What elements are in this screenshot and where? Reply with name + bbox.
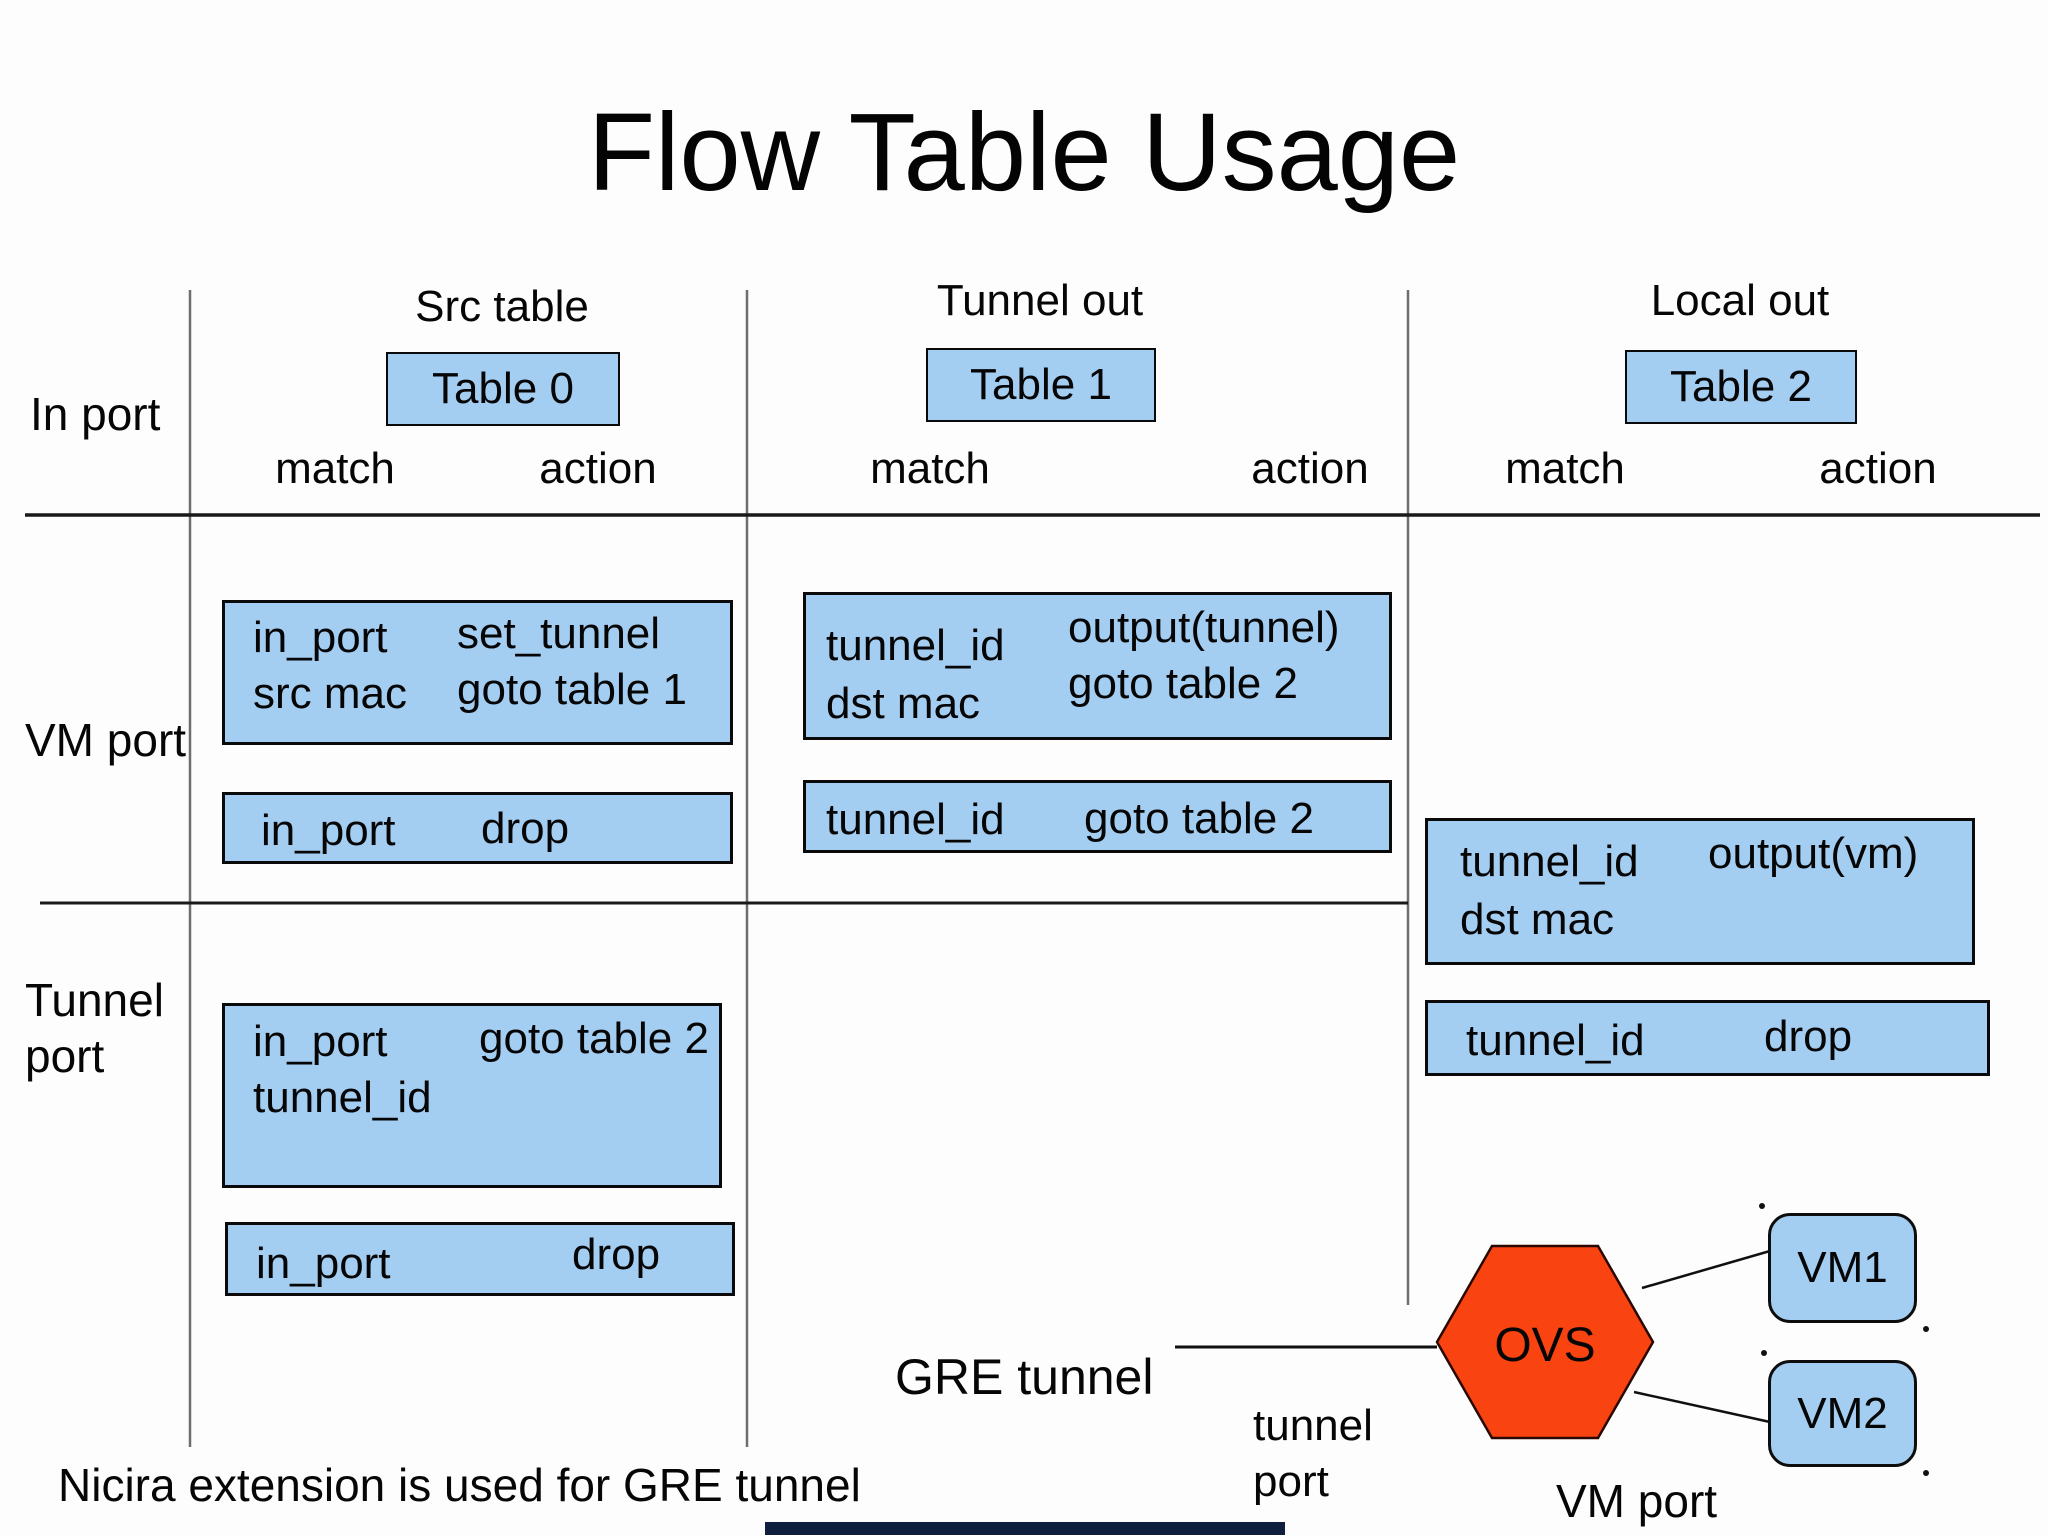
match-text: tunnel_id bbox=[826, 795, 1005, 844]
match-label-col1: match bbox=[275, 444, 395, 493]
footnote: Nicira extension is used for GRE tunnel bbox=[58, 1459, 861, 1511]
vm1-node: VM1 bbox=[1768, 1213, 1917, 1323]
bottom-accent-strip bbox=[765, 1522, 1285, 1535]
flow-entry-tunnelport-table0-drop: in_port drop bbox=[225, 1222, 735, 1296]
ovs-label: OVS bbox=[1494, 1319, 1596, 1372]
match-text: in_port bbox=[256, 1239, 391, 1288]
vm2-node: VM2 bbox=[1768, 1360, 1917, 1467]
action-text: drop bbox=[481, 804, 570, 853]
row-label-in-port: In port bbox=[30, 388, 161, 440]
gre-tunnel-label: GRE tunnel bbox=[895, 1349, 1154, 1405]
action-text: goto table 2 bbox=[479, 1014, 709, 1063]
match-label-col2: match bbox=[870, 444, 990, 493]
ovs-vm2-link bbox=[1633, 1390, 1771, 1424]
match-text: tunnel_id bbox=[826, 621, 1005, 670]
action-label-col2: action bbox=[1251, 444, 1369, 493]
flow-entry-table2-drop: tunnel_id drop bbox=[1425, 1000, 1990, 1076]
flow-entry-tunnelport-table0: in_port tunnel_id goto table 2 bbox=[222, 1003, 722, 1188]
flow-entry-vmport-table1: tunnel_id dst mac output(tunnel) goto ta… bbox=[803, 592, 1392, 740]
flow-entry-vmport-table0-drop: in_port drop bbox=[222, 792, 733, 864]
action-label-col3: action bbox=[1819, 444, 1937, 493]
action-text: set_tunnel bbox=[457, 609, 661, 658]
vm-port-label: VM port bbox=[1556, 1475, 1718, 1527]
action-text: drop bbox=[1764, 1012, 1853, 1061]
stray-dot bbox=[1761, 1350, 1767, 1356]
match-label-col3: match bbox=[1505, 444, 1625, 493]
match-text: dst mac bbox=[826, 679, 981, 728]
match-text: in_port bbox=[261, 806, 396, 855]
match-text: tunnel_id bbox=[1466, 1016, 1645, 1065]
ovs-vm1-link bbox=[1641, 1249, 1771, 1290]
column-header-src-table: Src table bbox=[415, 282, 589, 331]
row-label-tunnel-port: Tunnel port bbox=[25, 974, 164, 1083]
vm2-label: VM2 bbox=[1797, 1388, 1888, 1438]
row-label-vm-port: VM port bbox=[25, 714, 187, 766]
flow-entry-table2-output: tunnel_id dst mac output(vm) bbox=[1425, 818, 1975, 965]
stray-dot bbox=[1923, 1326, 1929, 1332]
match-text: in_port bbox=[253, 1017, 388, 1066]
table-0-chip: Table 0 bbox=[386, 352, 620, 426]
match-text: dst mac bbox=[1460, 895, 1615, 944]
column-header-tunnel-out: Tunnel out bbox=[936, 276, 1144, 325]
action-text: goto table 1 bbox=[457, 665, 687, 714]
flow-entry-vmport-table0: in_port src mac set_tunnel goto table 1 bbox=[222, 600, 733, 745]
action-text: goto table 2 bbox=[1068, 659, 1298, 708]
match-text: tunnel_id bbox=[253, 1073, 432, 1122]
stray-dot bbox=[1923, 1470, 1929, 1476]
flow-entry-vmport-table1-goto: tunnel_id goto table 2 bbox=[803, 780, 1392, 853]
tunnel-port-label: tunnel port bbox=[1253, 1401, 1373, 1507]
action-text: goto table 2 bbox=[1084, 794, 1314, 843]
table-1-chip: Table 1 bbox=[926, 348, 1156, 422]
column-header-local-out: Local out bbox=[1650, 276, 1830, 325]
match-text: src mac bbox=[253, 669, 407, 718]
action-text: output(vm) bbox=[1708, 829, 1919, 878]
slide-title: Flow Table Usage bbox=[587, 91, 1461, 214]
table-2-chip: Table 2 bbox=[1625, 350, 1857, 424]
action-text: output(tunnel) bbox=[1068, 603, 1340, 652]
stray-dot bbox=[1759, 1203, 1765, 1209]
match-text: tunnel_id bbox=[1460, 837, 1639, 886]
action-label-col1: action bbox=[539, 444, 657, 493]
match-text: in_port bbox=[253, 613, 388, 662]
vm1-label: VM1 bbox=[1797, 1243, 1888, 1292]
action-text: drop bbox=[572, 1230, 661, 1279]
